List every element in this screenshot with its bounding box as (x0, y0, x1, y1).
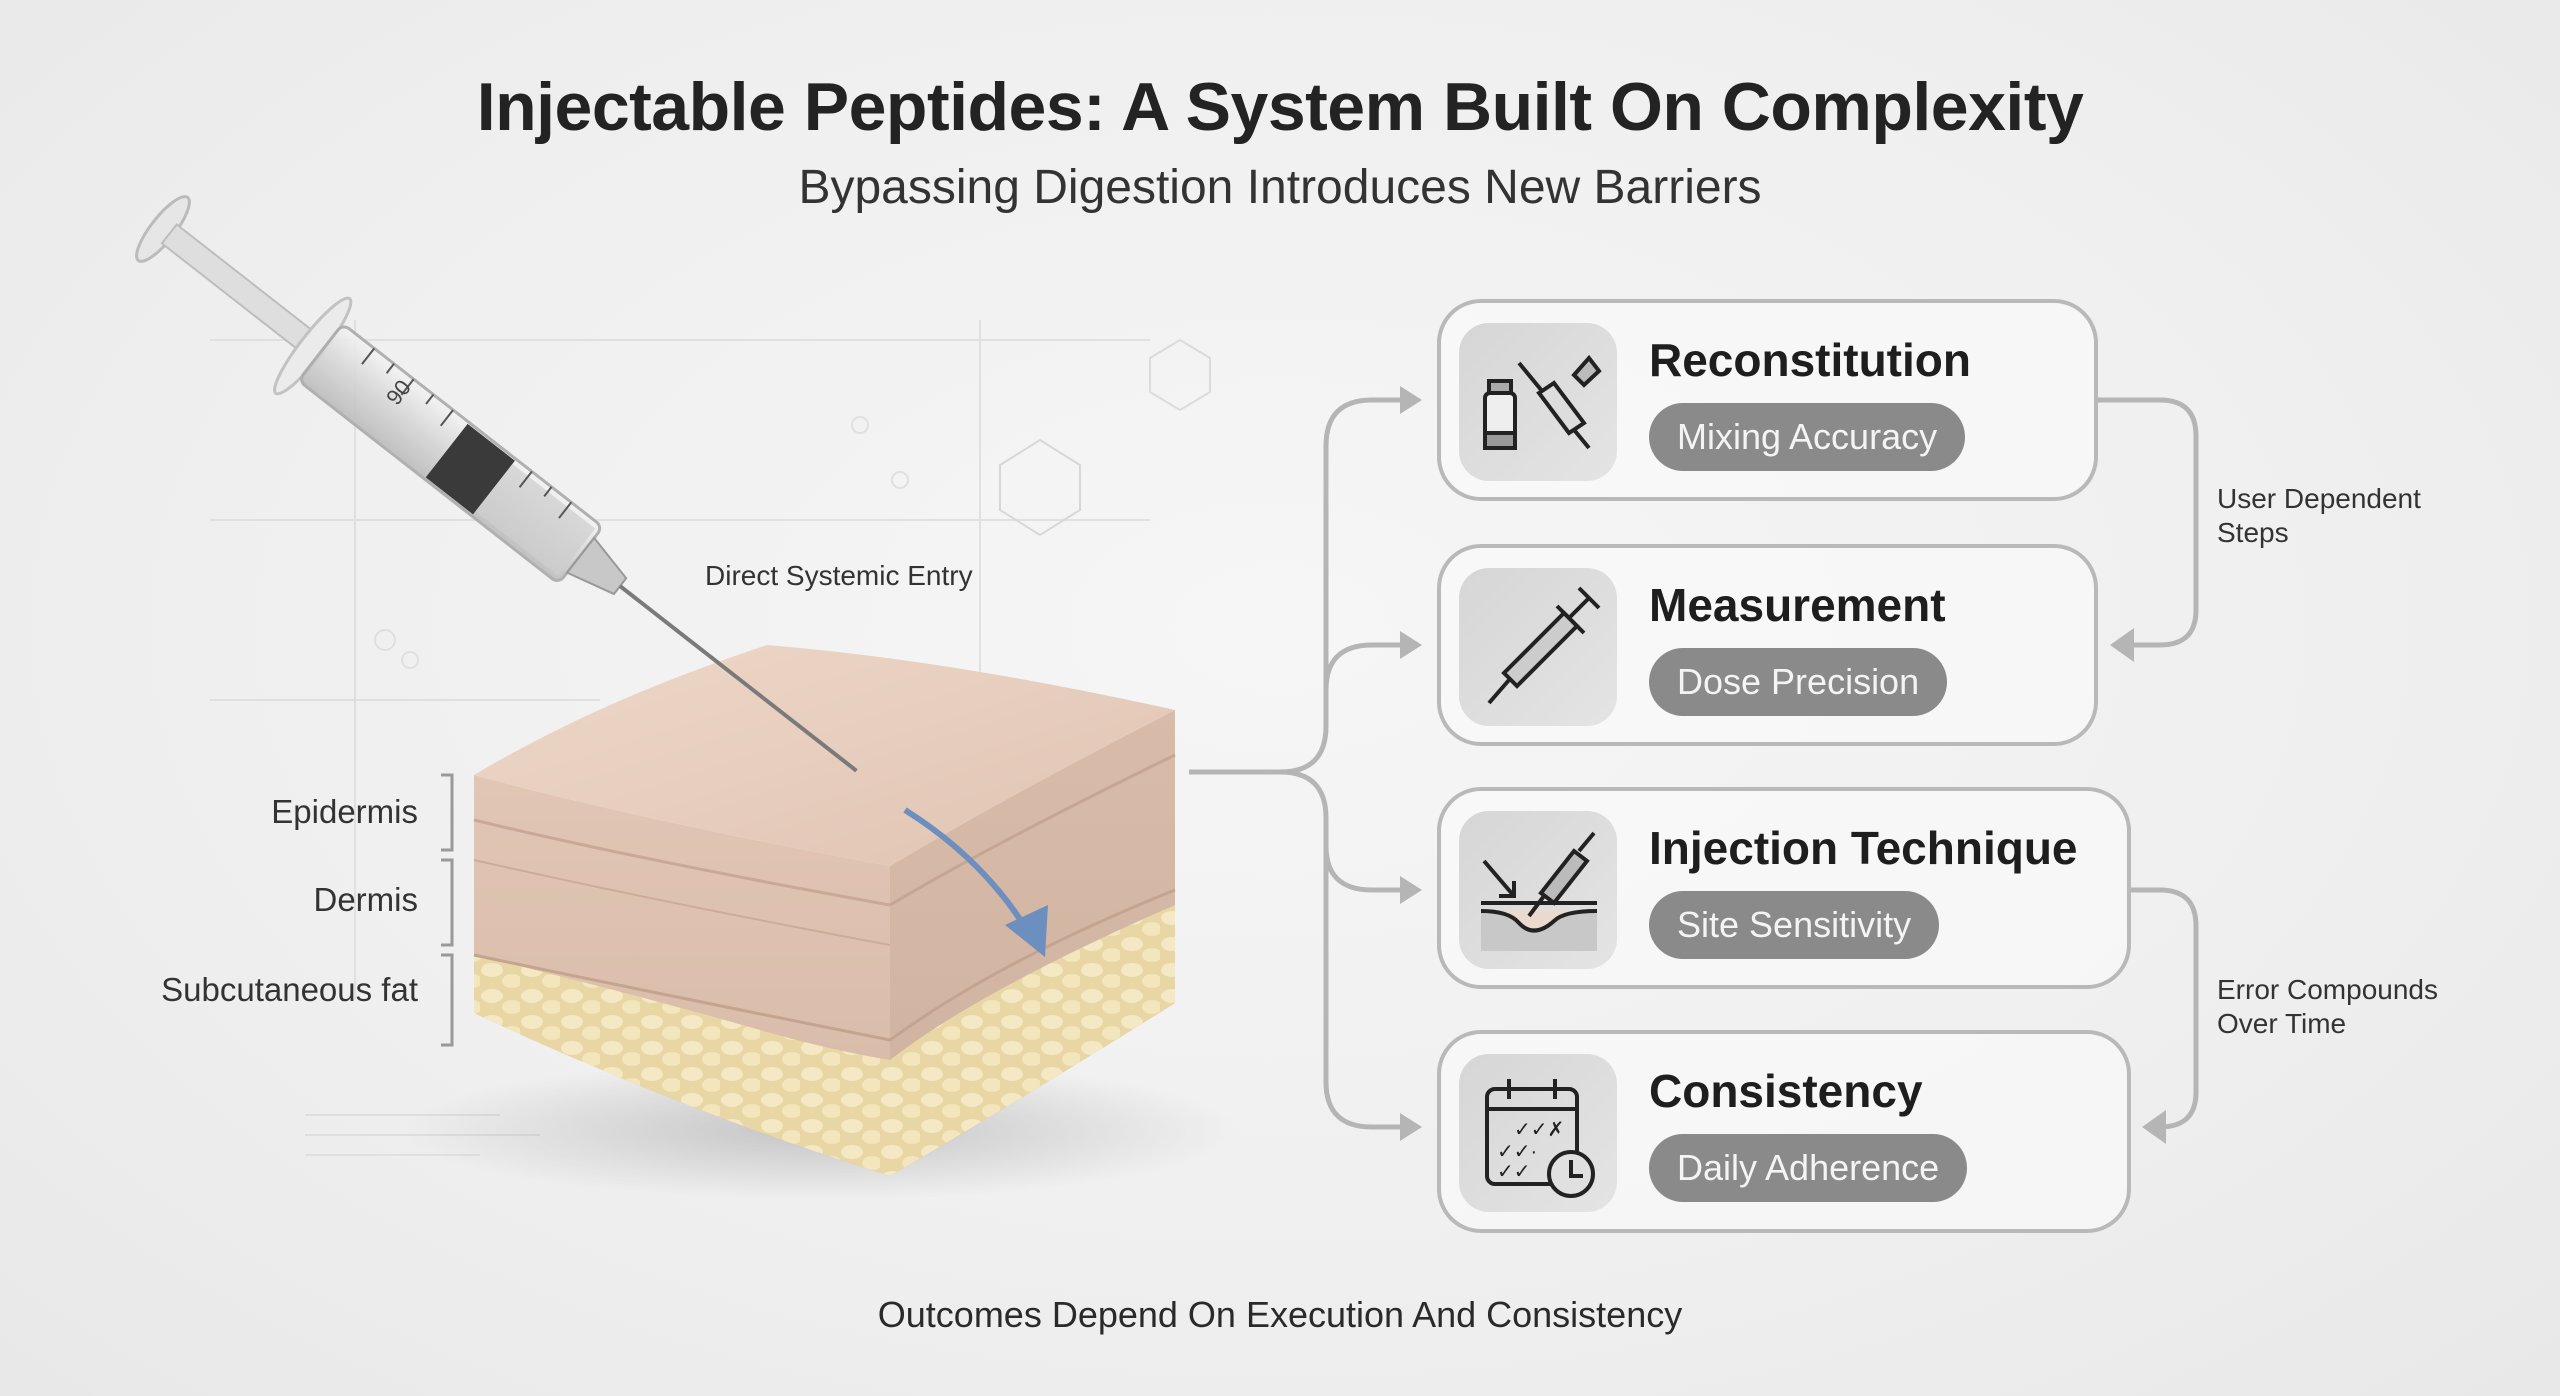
syringe-icon (1459, 568, 1617, 726)
layer-label-dermis: Dermis (313, 881, 419, 918)
step-card-reconstitution: Reconstitution Mixing Accuracy (1437, 299, 2098, 501)
step-card-measurement: Measurement Dose Precision (1437, 544, 2098, 746)
step-title: Injection Technique (1649, 822, 2078, 874)
flow-arrow (903, 807, 1033, 937)
layer-label-subcutaneous-fat: Subcutaneous fat (161, 971, 418, 1008)
svg-text:✓✓✗: ✓✓✗ (1514, 1119, 1564, 1141)
page-subtitle: Bypassing Digestion Introduces New Barri… (798, 161, 1762, 214)
step-tag: Mixing Accuracy (1649, 403, 1966, 471)
side-note-user-dependent: User Dependent Steps (2217, 483, 2421, 548)
side-note-error-compounds: Error Compounds Over Time (2217, 974, 2438, 1039)
step-title: Consistency (1649, 1065, 1923, 1117)
vial-syringe-icon (1459, 323, 1617, 481)
step-title: Measurement (1649, 579, 1946, 631)
syringe-illustration (135, 195, 858, 773)
calendar-clock-icon: ✓✓✗ ✓✓· ✓✓ (1459, 1054, 1617, 1212)
step-tag: Dose Precision (1649, 648, 1948, 716)
layer-label-epidermis: Epidermis (271, 793, 418, 830)
page-title: Injectable Peptides: A System Built On C… (476, 69, 2084, 145)
step-card-injection-technique: Injection Technique Site Sensitivity (1437, 787, 2131, 989)
step-tag: Daily Adherence (1649, 1134, 1968, 1202)
footer-caption: Outcomes Depend On Execution And Consist… (877, 1294, 1683, 1335)
connector-lines (1189, 397, 2199, 1130)
step-card-consistency: ✓✓✗ ✓✓· ✓✓ Consistency Daily Adherence (1437, 1030, 2131, 1233)
svg-text:✓✓: ✓✓ (1497, 1161, 1531, 1183)
step-title: Reconstitution (1649, 334, 1971, 386)
entry-label: Direct Systemic Entry (705, 560, 973, 591)
injection-site-icon (1459, 811, 1617, 969)
skin-cross-section (400, 645, 1240, 1200)
svg-text:✓✓·: ✓✓· (1497, 1141, 1537, 1163)
connector-arrowheads (1400, 386, 2166, 1144)
step-tag: Site Sensitivity (1649, 891, 1940, 959)
